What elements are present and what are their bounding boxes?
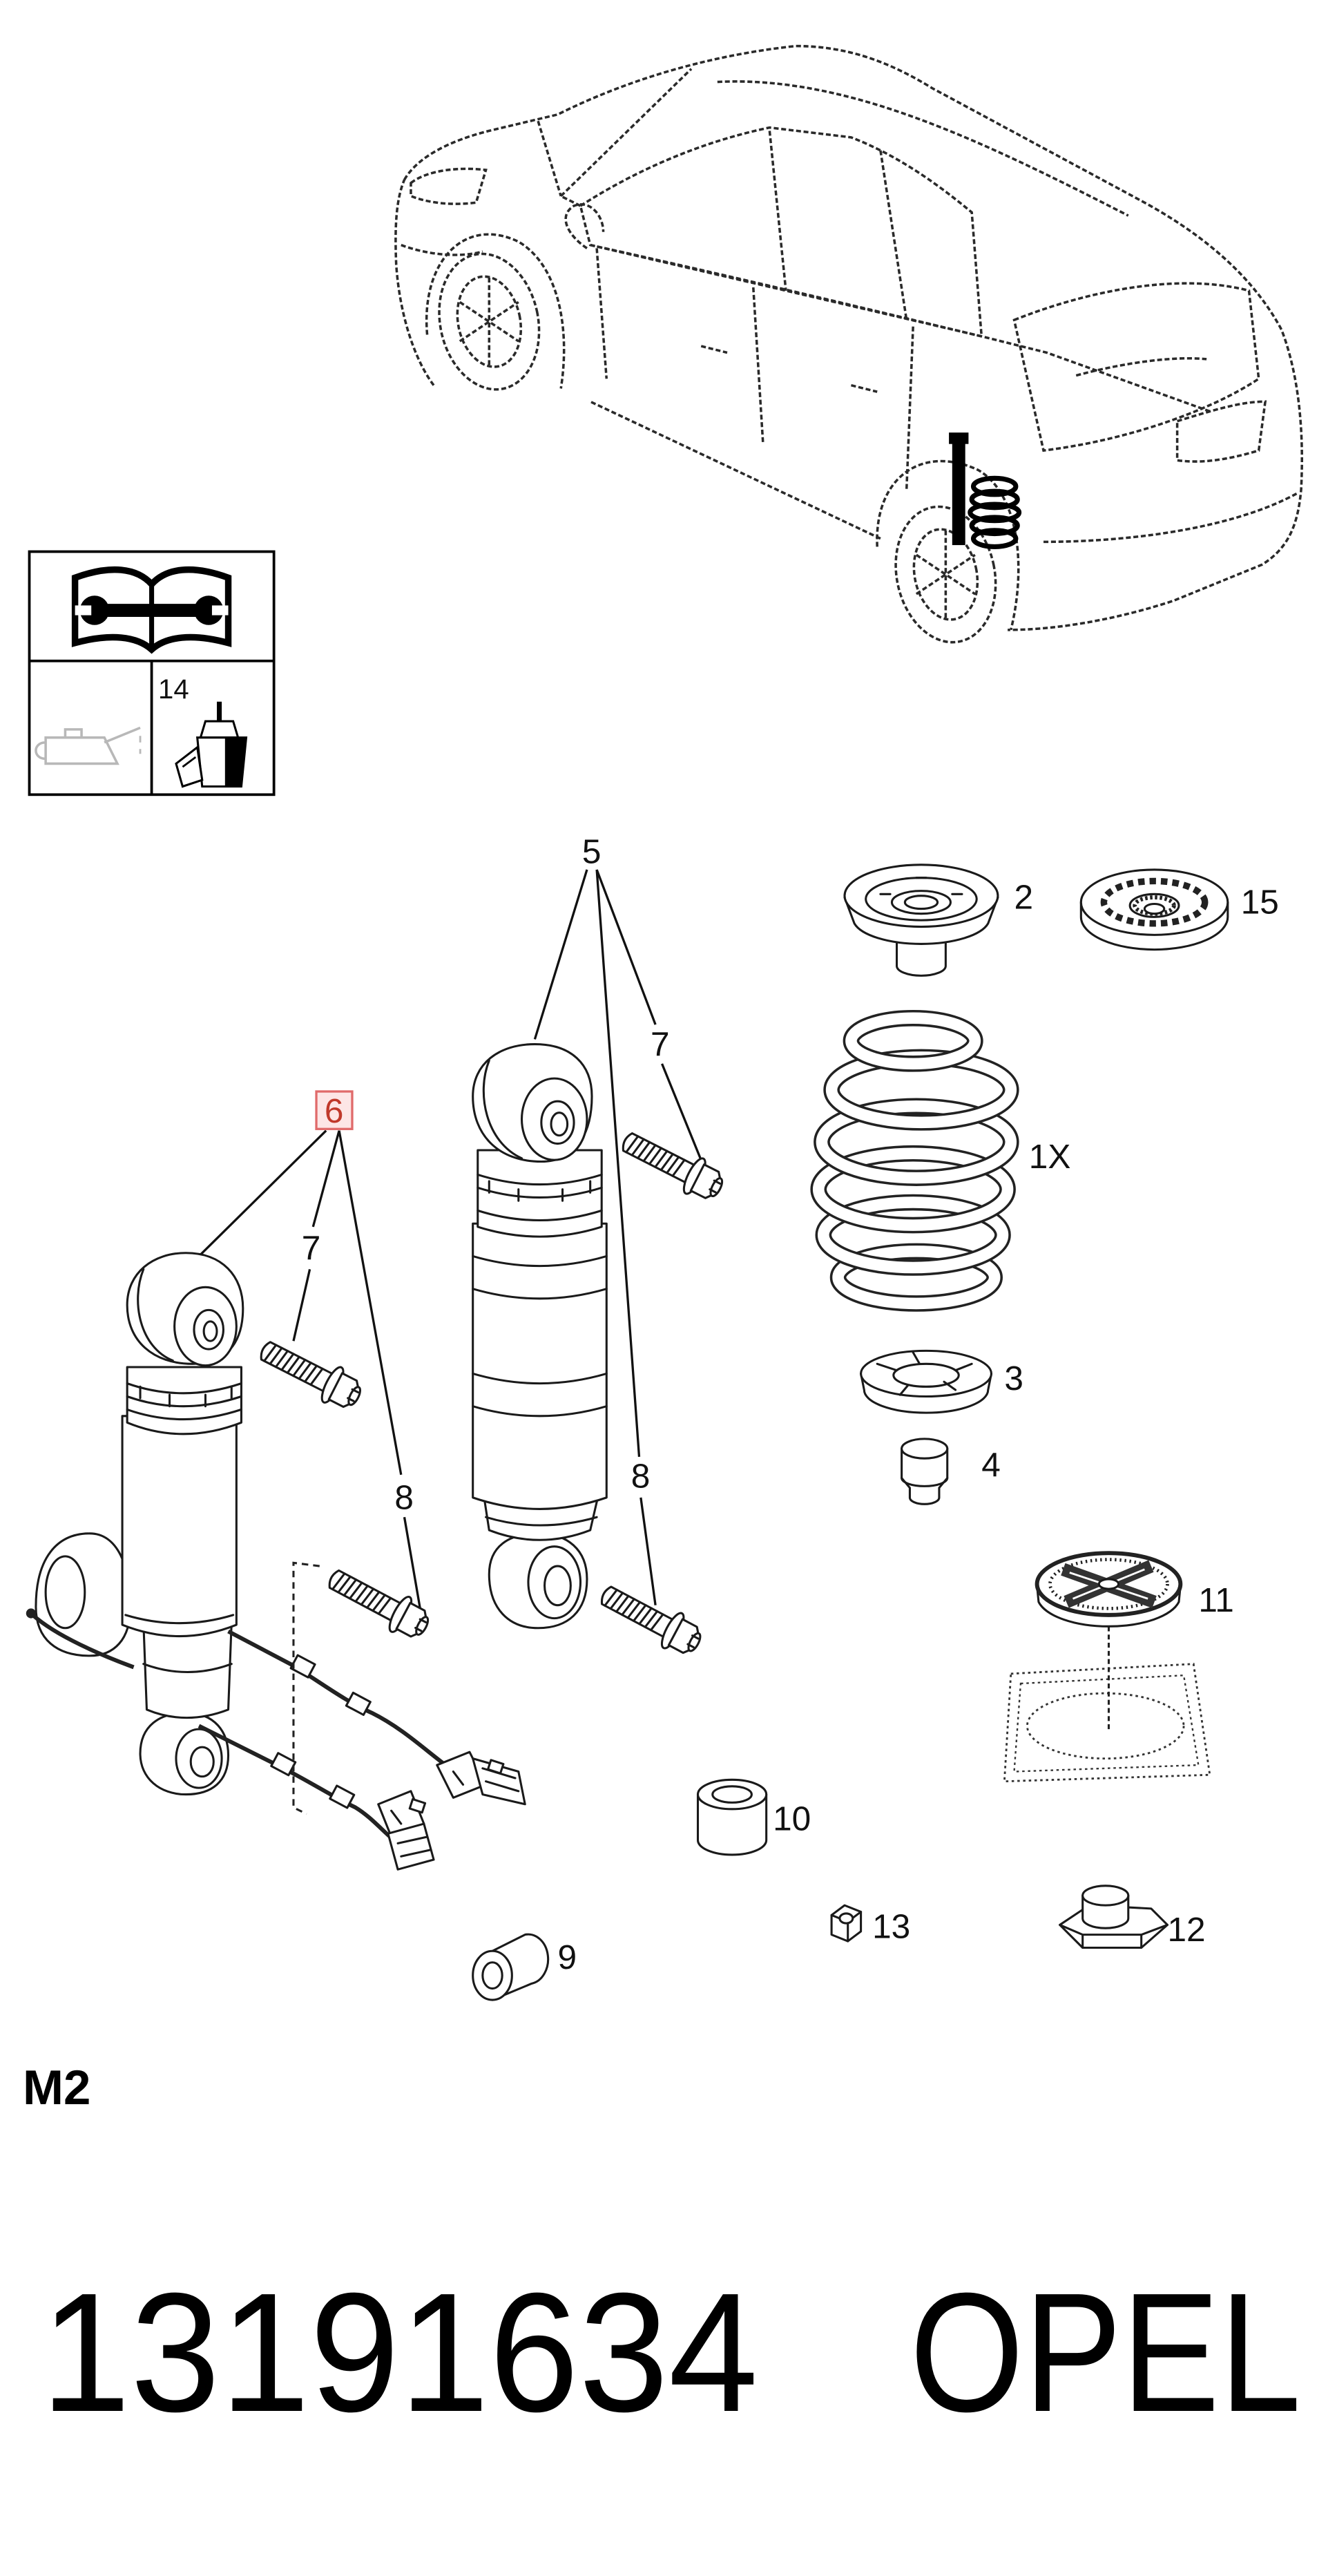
part-11-drawing (1003, 1551, 1211, 1783)
callout-6-highlighted[interactable]: 6 (315, 1090, 354, 1130)
part-1x-coil-spring-drawing (810, 1009, 1019, 1312)
callout-15[interactable]: 15 (1241, 883, 1279, 922)
leader-lines (198, 869, 706, 1612)
callout-2[interactable]: 2 (1014, 878, 1034, 917)
callout-4[interactable]: 4 (981, 1445, 1001, 1484)
repair-manual-wrench-icon (71, 566, 232, 654)
part-7-bolt-left (253, 1330, 368, 1417)
adhesive-bottle-icon (175, 701, 248, 788)
callout-13[interactable]: 13 (872, 1907, 910, 1945)
callout-12[interactable]: 12 (1167, 1910, 1205, 1949)
part-4-drawing (901, 1438, 949, 1505)
part-2-drawing (843, 864, 999, 977)
adhesive-quantity-label: 14 (158, 674, 189, 705)
callout-7-right[interactable]: 7 (651, 1024, 670, 1063)
part-7-bolt-right (615, 1122, 730, 1208)
callout-8-left[interactable]: 8 (394, 1478, 414, 1516)
callout-8-right[interactable]: 8 (631, 1457, 651, 1496)
callout-7-left[interactable]: 7 (302, 1228, 321, 1267)
callout-6[interactable]: 6 (325, 1091, 344, 1130)
callout-9[interactable]: 9 (557, 1938, 577, 1976)
part-5-shock-absorber-drawing (472, 1042, 608, 1630)
part-3-drawing (860, 1349, 993, 1414)
brand-name: OPEL (910, 2258, 1301, 2448)
section-code: M2 (23, 2061, 90, 2115)
callout-6-highlight-box (315, 1090, 354, 1130)
part-9-drawing (472, 1933, 550, 2001)
oil-can-icon (35, 726, 142, 765)
service-icon-box: 14 (28, 550, 276, 796)
callout-1x[interactable]: 1X (1029, 1137, 1071, 1176)
part-10-drawing (696, 1778, 768, 1856)
callout-3[interactable]: 3 (1004, 1359, 1023, 1397)
part-8-bolt-right (593, 1575, 709, 1663)
part-number: 13191634 (41, 2258, 758, 2448)
electrical-connector-1 (436, 1750, 526, 1806)
part-6-shock-absorber-drawing (26, 1252, 526, 1871)
part-15-drawing (1079, 868, 1229, 951)
callout-11[interactable]: 11 (1198, 1581, 1233, 1619)
part-12-drawing (1059, 1885, 1168, 1949)
callout-5[interactable]: 5 (582, 832, 602, 870)
part-13-nut-drawing (830, 1904, 863, 1943)
callout-10[interactable]: 10 (773, 1800, 811, 1838)
shock-absorber-location-highlight (949, 432, 1022, 549)
vehicle-location-illustration (394, 44, 1303, 644)
electrical-connector-2 (377, 1790, 435, 1871)
